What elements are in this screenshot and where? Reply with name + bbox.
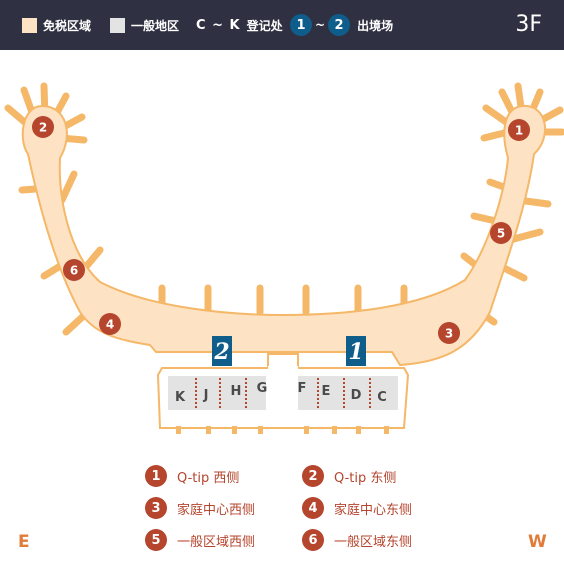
- terminal-floor-plan: K J H G F E D C 2 1 1 2 3 4: [4, 82, 564, 434]
- departure-gate-2: 2: [212, 336, 232, 366]
- key-badge-3: 3: [145, 497, 167, 519]
- compass-east: E: [18, 532, 30, 552]
- counter-e: E: [322, 384, 331, 399]
- key-badge-2: 2: [302, 465, 324, 487]
- location-pin-5: 5: [490, 222, 512, 244]
- location-pin-6: 6: [63, 259, 85, 281]
- departure-gate-1: 1: [346, 336, 366, 366]
- compass-west: W: [528, 532, 547, 552]
- counter-c: C: [377, 390, 387, 405]
- svg-text:3: 3: [445, 327, 453, 341]
- key-label-1: Q-tip 西侧: [177, 470, 240, 486]
- legend-departure-label: 出境场: [357, 18, 394, 33]
- checkin-counter-stripes: [195, 378, 371, 410]
- gate-2-label: 2: [213, 339, 229, 365]
- key-item-5: 5 一般区域西侧: [145, 529, 255, 551]
- central-atrium: [268, 366, 298, 410]
- svg-text:6: 6: [70, 264, 78, 278]
- gate-1-label: 1: [348, 339, 363, 365]
- legend-duty-free: 免税区域: [22, 0, 91, 50]
- legend-gate-to-badge: 2: [328, 14, 351, 36]
- counter-d: D: [351, 388, 362, 403]
- legend-general: 一般地区: [110, 0, 179, 50]
- legend-general-label: 一般地区: [131, 18, 180, 33]
- key-label-2: Q-tip 东侧: [334, 470, 397, 486]
- key-item-6: 6 一般区域东侧: [302, 529, 412, 551]
- key-badge-1: 1: [145, 465, 167, 487]
- legend-gate-from-badge: 1: [290, 14, 312, 36]
- key-item-1: 1 Q-tip 西侧: [145, 465, 239, 487]
- location-pin-3: 3: [438, 322, 460, 344]
- key-label-5: 一般区域西侧: [177, 534, 256, 550]
- general-area-swatch: [110, 17, 125, 33]
- key-label-6: 一般区域东侧: [334, 534, 413, 550]
- legend-checkin-label: 登记处: [246, 18, 283, 33]
- legend-departure: 1 ~ 2 出境场: [290, 0, 393, 50]
- legend-tilde: ~: [315, 18, 326, 32]
- counter-f: F: [298, 381, 307, 396]
- map-header: 免税区域 一般地区 C ~ K 登记处 1 ~ 2 出境场 3F: [0, 0, 564, 50]
- key-badge-6: 6: [302, 529, 324, 551]
- duty-free-area: [21, 104, 547, 367]
- legend-checkin-code: C ~ K: [196, 17, 241, 33]
- counter-h: H: [231, 384, 242, 399]
- floor-label: 3F: [515, 12, 542, 37]
- location-pin-1: 1: [508, 119, 530, 141]
- location-pin-2: 2: [32, 116, 54, 138]
- checkin-zone-west: [298, 376, 398, 410]
- location-pin-4: 4: [99, 313, 121, 335]
- svg-text:5: 5: [497, 227, 505, 241]
- counter-j: J: [203, 388, 209, 403]
- key-item-3: 3 家庭中心西侧: [145, 497, 255, 519]
- counter-g: G: [257, 381, 268, 396]
- key-label-4: 家庭中心东侧: [334, 502, 413, 518]
- key-item-2: 2 Q-tip 东侧: [302, 465, 396, 487]
- duty-free-swatch: [22, 17, 37, 33]
- key-badge-4: 4: [302, 497, 324, 519]
- svg-text:1: 1: [515, 124, 523, 138]
- svg-text:2: 2: [39, 121, 47, 135]
- svg-text:4: 4: [106, 318, 114, 332]
- legend-duty-free-label: 免税区域: [43, 18, 92, 33]
- counter-k: K: [175, 390, 186, 405]
- hall-edge-notches: [176, 426, 389, 434]
- key-badge-5: 5: [145, 529, 167, 551]
- legend-checkin: C ~ K 登记处: [196, 0, 283, 50]
- checkin-zone-east: [168, 376, 266, 410]
- key-item-4: 4 家庭中心东侧: [302, 497, 412, 519]
- key-label-3: 家庭中心西侧: [177, 502, 256, 518]
